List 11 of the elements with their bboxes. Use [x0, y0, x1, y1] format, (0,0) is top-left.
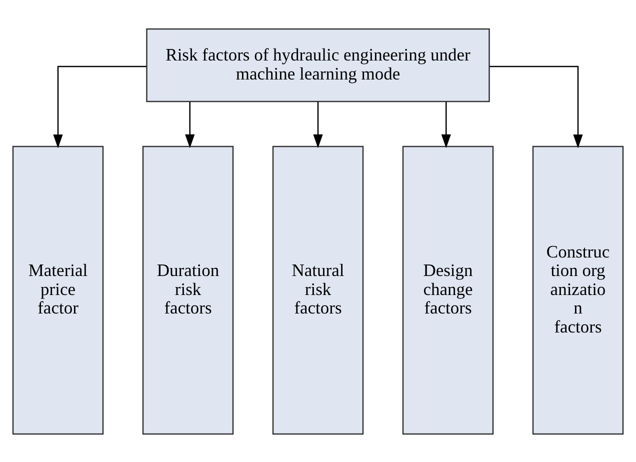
node-box: Material price factor [12, 145, 104, 434]
node-box: Natural risk factors [272, 145, 364, 434]
arrow [185, 101, 195, 148]
arrow [313, 101, 323, 148]
node-box: Design change factors [402, 145, 494, 434]
node-box: Construction organization factors [532, 145, 624, 434]
node-box: Duration risk factors [142, 145, 234, 434]
arrow [53, 65, 146, 148]
arrow [490, 65, 583, 148]
arrow [441, 101, 451, 148]
node-box: Risk factors of hydraulic engineering under machine learning mode [146, 28, 490, 102]
